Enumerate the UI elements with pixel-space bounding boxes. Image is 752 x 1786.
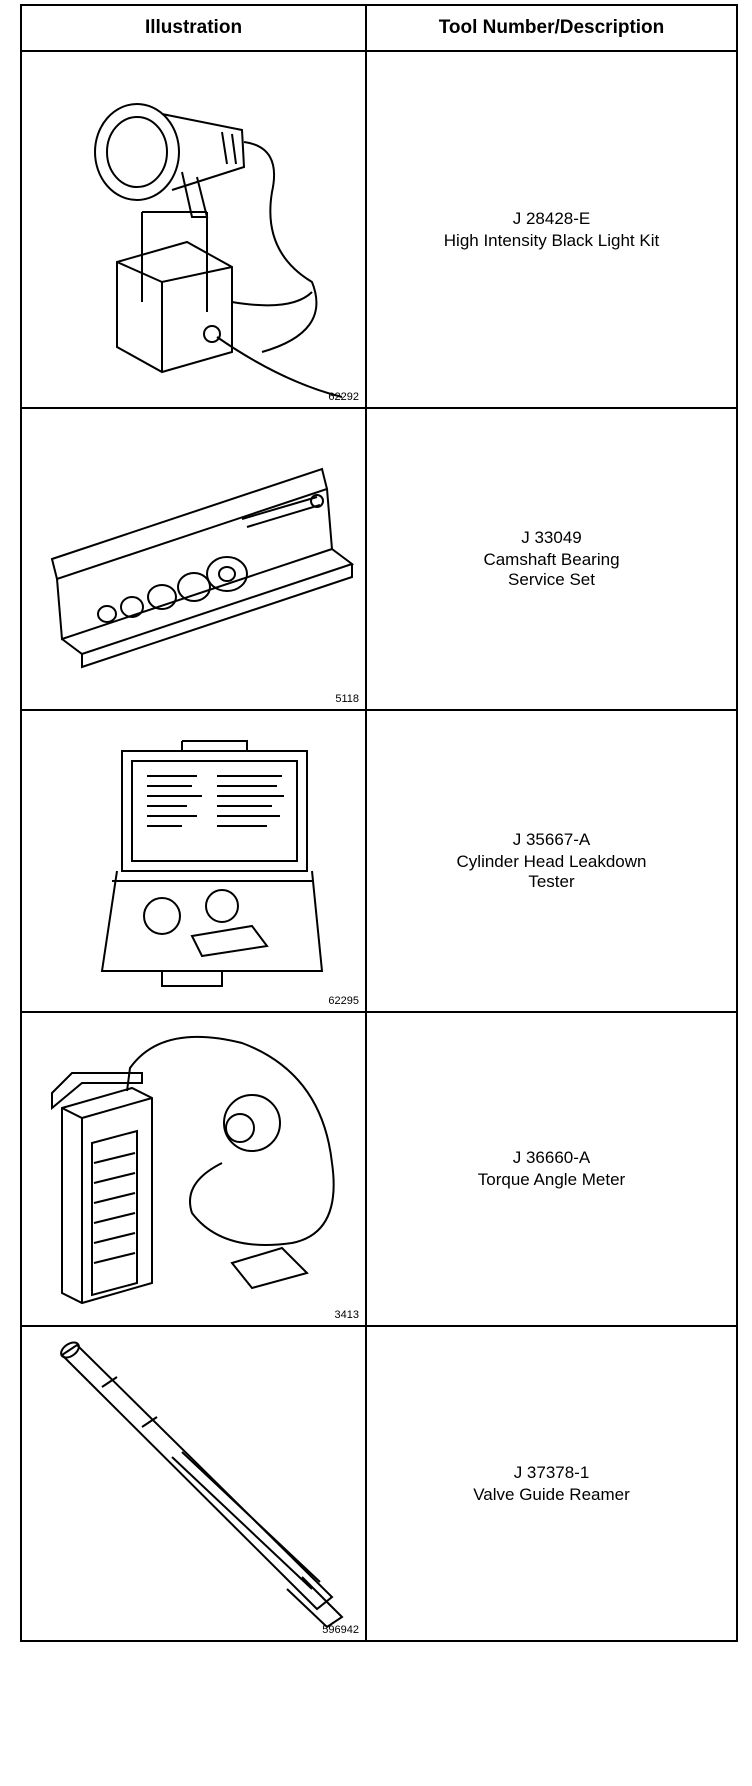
illustration-cell: 3413: [22, 1013, 367, 1325]
illustration-cell: 62292: [22, 52, 367, 407]
tool-name-line2: Tester: [528, 872, 575, 891]
figure-number: 62292: [328, 391, 359, 403]
bearing-set-case-icon: [50, 467, 355, 669]
figure-number: 62295: [328, 995, 359, 1007]
tool-number: J 33049: [521, 528, 582, 547]
header-illustration: Illustration: [22, 6, 367, 50]
illustration-cell: 5118: [22, 409, 367, 709]
table-row: 3413 J 36660-A Torque Angle Meter: [22, 1013, 736, 1327]
tool-number: J 37378-1: [513, 1462, 590, 1482]
tool-description: J 37378-1 Valve Guide Reamer: [367, 1327, 736, 1640]
table-header: Illustration Tool Number/Description: [22, 6, 736, 52]
torque-angle-meter-icon: [51, 1035, 335, 1305]
illustration-cell: 596942: [22, 1327, 367, 1640]
tool-name: Torque Angle Meter: [477, 1170, 626, 1189]
tool-number: J 35667-A: [512, 830, 591, 849]
tool-number: J 28428-E: [512, 208, 591, 228]
tool-name: Valve Guide Reamer: [473, 1484, 630, 1504]
tool-description: J 33049 Camshaft Bearing Service Set: [367, 409, 736, 709]
tool-name: Camshaft Bearing: [483, 550, 620, 569]
figure-number: 3413: [334, 1309, 359, 1321]
table-row: 62295 J 35667-A Cylinder Head Leakdown T…: [22, 711, 736, 1013]
figure-number: 5118: [335, 693, 359, 705]
tool-name: High Intensity Black Light Kit: [443, 230, 660, 250]
reamer-icon: [60, 1341, 344, 1629]
tool-name-line2: Service Set: [508, 570, 595, 589]
figure-number: 596942: [322, 1624, 359, 1636]
tool-description: J 36660-A Torque Angle Meter: [367, 1013, 736, 1325]
tool-description: J 28428-E High Intensity Black Light Kit: [367, 52, 736, 407]
tool-number: J 36660-A: [512, 1148, 591, 1167]
tools-table: Illustration Tool Number/Description 622…: [20, 4, 738, 1642]
tool-description: J 35667-A Cylinder Head Leakdown Tester: [367, 711, 736, 1011]
table-row: 62292 J 28428-E High Intensity Black Lig…: [22, 52, 736, 409]
table-row: 596942 J 37378-1 Valve Guide Reamer: [22, 1327, 736, 1640]
tool-name: Cylinder Head Leakdown: [456, 852, 647, 871]
illustration-cell: 62295: [22, 711, 367, 1011]
table-row: 5118 J 33049 Camshaft Bearing Service Se…: [22, 409, 736, 711]
leakdown-tester-case-icon: [100, 740, 324, 987]
header-tool: Tool Number/Description: [438, 17, 665, 38]
black-light-icon: [94, 103, 343, 398]
